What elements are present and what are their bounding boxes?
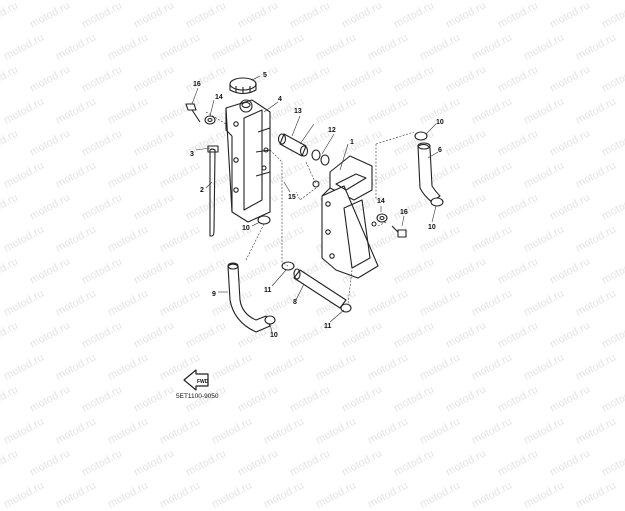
callout-11-right: 11 — [324, 323, 332, 330]
watermark-text: motod.ru — [2, 479, 47, 511]
callout-8: 8 — [293, 299, 297, 306]
bolt-left-part[interactable] — [185, 103, 216, 125]
watermark-text: motod.ru — [314, 479, 359, 511]
right-radiator-part[interactable] — [312, 155, 379, 279]
callout-14-right: 14 — [377, 198, 385, 205]
upper-right-hose-part[interactable] — [414, 131, 444, 207]
watermark-text: motod.ru — [106, 479, 151, 511]
breather-hose-part[interactable] — [207, 145, 219, 237]
callout-4: 4 — [278, 96, 282, 103]
callout-10-top: 10 — [436, 119, 444, 126]
callout-9: 9 — [212, 291, 216, 298]
lower-pipe-part[interactable] — [281, 261, 352, 313]
watermark-text: motod.ru — [574, 479, 619, 511]
callout-14-left: 14 — [215, 94, 223, 101]
callout-10-left: 10 — [242, 225, 250, 232]
callout-10-right: 10 — [428, 224, 436, 231]
callout-5: 5 — [263, 72, 267, 79]
callout-3: 3 — [190, 151, 194, 158]
fwd-arrow-label: FWD — [197, 379, 209, 385]
callout-15: 15 — [288, 194, 296, 201]
diagram-code: 5ET1100-9050 — [176, 393, 219, 400]
watermark-text: motod.ru — [210, 479, 255, 511]
watermark-text: motod.ru — [366, 479, 411, 511]
bolt-right-part[interactable] — [376, 213, 407, 238]
callout-12: 12 — [328, 127, 336, 134]
callout-13: 13 — [294, 108, 302, 115]
watermark-text: motod.ru — [470, 479, 515, 511]
callout-2: 2 — [200, 187, 204, 194]
callout-16-right: 16 — [400, 209, 408, 216]
callout-1: 1 — [350, 139, 354, 146]
watermark-text: motod.ru — [158, 479, 203, 511]
left-radiator-part[interactable] — [225, 99, 271, 223]
fwd-arrow-icon: FWD — [183, 369, 209, 391]
connecting-hose-part[interactable] — [277, 133, 330, 166]
callout-6: 6 — [438, 147, 442, 154]
radiator-cap-part[interactable] — [229, 77, 257, 95]
lower-left-hose-part[interactable] — [227, 215, 276, 333]
watermark-text: motod.ru — [418, 479, 463, 511]
callout-11-left: 11 — [264, 287, 272, 294]
watermark-text: motod.ru — [522, 479, 567, 511]
watermark-text: motod.ru — [262, 479, 307, 511]
callout-10-bottom: 10 — [270, 332, 278, 339]
callout-16-left: 16 — [193, 81, 201, 88]
watermark-text: motod.ru — [54, 479, 99, 511]
exploded-view: 1 2 3 4 5 6 8 9 10 10 10 10 11 11 12 13 … — [176, 72, 444, 400]
